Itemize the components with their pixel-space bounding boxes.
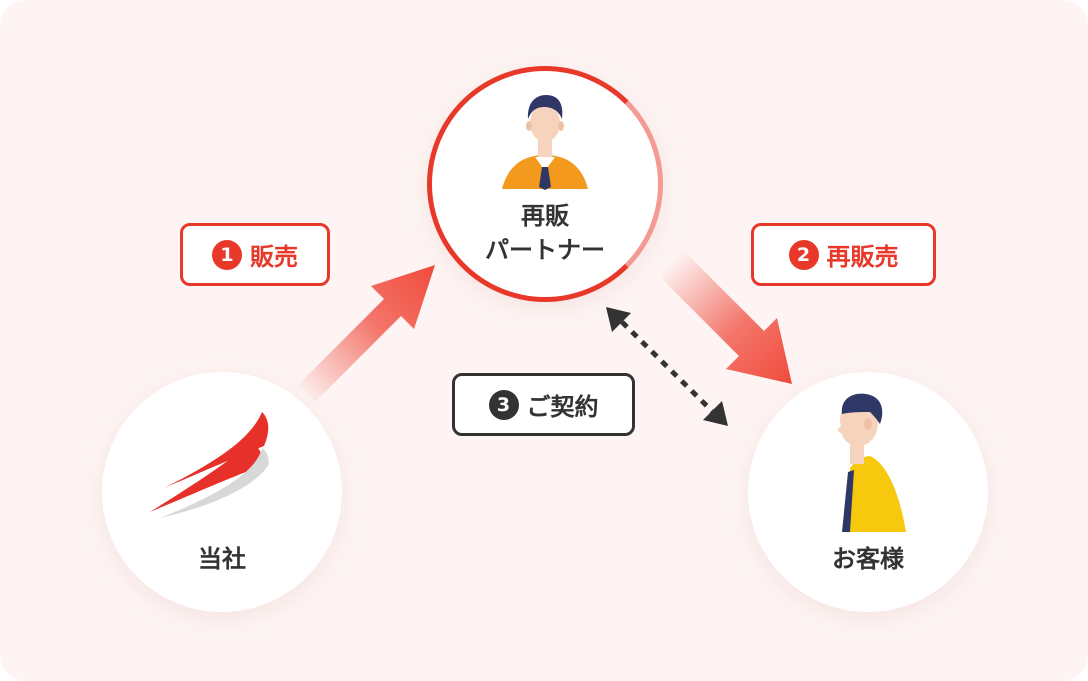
- businessman-icon: [502, 95, 588, 190]
- partner-node: 再販 パートナー: [427, 66, 663, 302]
- step-sales-badge: 1 販売: [180, 223, 330, 286]
- step-resale-badge: 2 再販売: [751, 223, 936, 286]
- contract-dotted-line: [620, 320, 714, 413]
- customer-person-icon: [837, 393, 906, 532]
- customer-label: お客様: [832, 545, 904, 573]
- sales-arrow: [298, 265, 435, 402]
- step-1-number: 1: [212, 239, 242, 270]
- step-1-label: 販売: [250, 243, 298, 271]
- resale-arrow: [659, 251, 792, 384]
- contract-arrowhead-top: [606, 307, 631, 332]
- partner-label-line1: 再販: [521, 202, 569, 230]
- contract-arrowhead-bottom: [703, 401, 728, 426]
- step-2-number: 2: [788, 239, 819, 270]
- company-label: 当社: [198, 545, 246, 573]
- partner-label-line2: パートナー: [485, 236, 605, 264]
- company-node: 当社: [102, 372, 342, 612]
- step-contract-badge: 3 ご契約: [452, 373, 635, 436]
- customer-node: お客様: [748, 372, 988, 612]
- step-3-label: ご契約: [526, 393, 599, 421]
- step-3-number: 3: [488, 389, 519, 420]
- swoosh-logo-icon: [150, 412, 269, 518]
- step-2-label: 再販売: [826, 243, 899, 271]
